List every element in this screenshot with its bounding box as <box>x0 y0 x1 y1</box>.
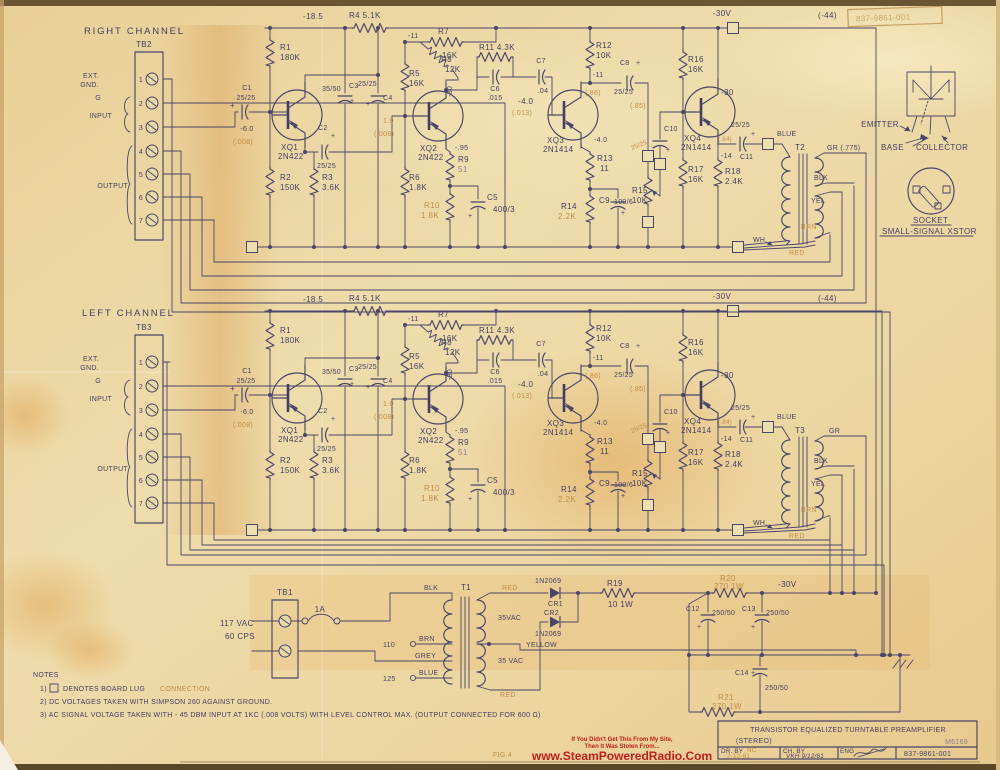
watermark: If You Didn't Get This From My Site, The… <box>531 737 712 763</box>
t2-label: T2 <box>795 143 805 152</box>
stamp-text: 837-9861-001 <box>856 12 911 23</box>
lbl-grey: GREY <box>415 653 436 660</box>
lbl-c14: C14 + <box>735 670 755 677</box>
lbl-125: 125 <box>383 676 396 683</box>
lbl-c14v: 250/50 <box>765 685 788 692</box>
lbl-1n2069a: 1N2069 <box>535 578 561 585</box>
title-m-number: M6169 <box>945 739 968 746</box>
part-number: 837-9861-001 <box>904 751 951 758</box>
t3-label: T3 <box>795 426 805 435</box>
watermark-line2: Then It Was Stolen From... <box>584 744 659 750</box>
lbl-c12: C12 <box>686 606 700 613</box>
eng-signature <box>853 747 887 758</box>
title-block: TRANSISTOR EQUALIZED TURNTABLE PREAMPLIF… <box>717 720 978 760</box>
eng-label: ENG <box>840 748 854 755</box>
lbl-r19v: 10 1W <box>608 600 633 609</box>
lbl-r21: R21 <box>718 693 734 702</box>
tb1-label: TB1 <box>277 588 293 597</box>
note-1b: DENOTES BOARD LUG <box>63 686 145 693</box>
transistor-legend: EMITTER BASE COLLECTOR SOCKET SMALL-SIGN… <box>861 65 977 237</box>
part-number-stamp: 837-9861-001 <box>847 5 943 28</box>
watermark-line1: If You Didn't Get This From My Site, <box>571 737 673 743</box>
watermark-url: www.SteamPoweredRadio.Com <box>531 749 712 763</box>
lbl-cr2: CR2 <box>544 610 559 617</box>
note-3: 3) AC SIGNAL VOLTAGE TAKEN WITH - 45 DBM… <box>40 712 541 719</box>
lbl-blue2: BLUE <box>419 670 439 677</box>
note-1a: 1) <box>40 686 47 693</box>
lbl-60cps: 60 CPS <box>225 632 255 641</box>
lbl-r20: R20 <box>720 574 736 583</box>
left-channel-title: LEFT CHANNEL <box>82 308 175 319</box>
lbl-110: 110 <box>383 642 395 649</box>
lbl-yellow: YELLOW <box>526 642 557 649</box>
chby-hand: VKH 9/12/61 <box>786 753 824 760</box>
lbl-35vac1: 35VAC <box>498 615 521 622</box>
socket-sub-label: SMALL-SIGNAL XSTOR <box>882 227 977 236</box>
socket-label: SOCKET <box>913 216 948 225</box>
notes: NOTES 1) DENOTES BOARD LUG CONNECTION 2)… <box>33 672 541 719</box>
gr-775-label: GR (.775) <box>827 145 860 152</box>
emitter-label: EMITTER <box>861 120 899 129</box>
channel-overlays: RIGHT CHANNEL LEFT CHANNEL TB2 TB3 T2 T3… <box>82 26 860 435</box>
note-1c: CONNECTION <box>160 686 210 693</box>
lbl-c12v: 250/50 <box>712 610 735 617</box>
lbl-r21v: 270 1W <box>712 702 742 711</box>
t1-label: T1 <box>461 583 471 592</box>
tb2-label: TB2 <box>136 40 152 49</box>
lbl-r20v: 270 1W <box>714 582 744 591</box>
title-line1: TRANSISTOR EQUALIZED TURNTABLE PREAMPLIF… <box>750 727 946 734</box>
right-channel-title: RIGHT CHANNEL <box>84 26 185 37</box>
drby-hand2: 2-12-61 <box>727 753 750 760</box>
fuse-label: 1A <box>315 605 326 614</box>
figure-label: FIG.4 <box>493 752 512 759</box>
base-label: BASE <box>881 143 904 152</box>
lbl-red2: RED <box>500 692 516 699</box>
lbl-cr1: CR1 <box>548 601 563 608</box>
lbl-c12p: + <box>697 624 701 631</box>
drby-label: DR. BY <box>721 748 744 755</box>
bus-wiring <box>162 27 893 658</box>
lbl-1n2069b: 1N2069 <box>535 631 561 638</box>
note-2: 2) DC VOLTAGES TAKEN WITH SIMPSON 260 AG… <box>40 699 272 706</box>
lbl-c13: C13 <box>742 606 756 613</box>
gr-label: GR <box>829 428 840 435</box>
tb3-label: TB3 <box>136 323 152 332</box>
lbl-ps30v: -30V <box>778 580 797 589</box>
lbl-35vac2: 35 VAC <box>498 658 523 665</box>
collector-label: COLLECTOR <box>916 143 968 152</box>
notes-title: NOTES <box>33 672 59 679</box>
lbl-c13v: 250/50 <box>766 610 789 617</box>
lbl-r19: R19 <box>607 579 623 588</box>
drby-hand1: NC <box>747 747 757 754</box>
power-supply: TB1 117 VAC 60 CPS 1A BLK T1 110 BRN GRE… <box>220 574 914 718</box>
lbl-117vac: 117 VAC <box>220 619 254 628</box>
title-stereo: (STEREO) <box>736 738 772 745</box>
chby-label: CH. BY <box>783 748 806 755</box>
lbl-blk-wire: BLK <box>424 585 438 592</box>
lbl-red1: RED <box>502 585 518 592</box>
lbl-brn: BRN <box>419 636 435 643</box>
lbl-c13p: + <box>751 624 755 631</box>
